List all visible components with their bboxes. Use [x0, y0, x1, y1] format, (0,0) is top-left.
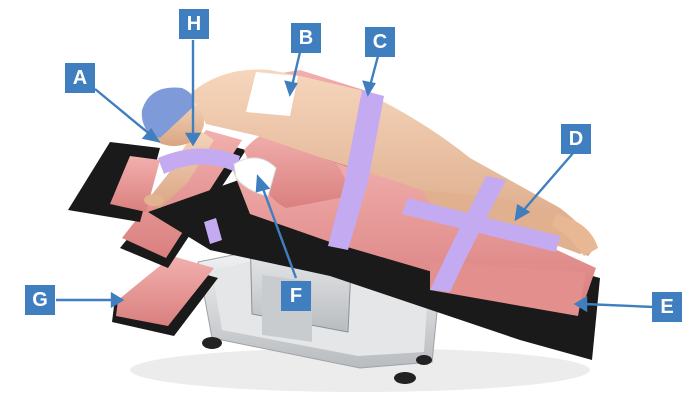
callout-g: G — [25, 285, 55, 315]
leader-line-c — [370, 56, 378, 86]
patient-hand — [144, 194, 164, 206]
callout-b: B — [291, 23, 321, 53]
callout-f: F — [281, 281, 311, 311]
callout-c: C — [365, 27, 395, 57]
callout-e: E — [652, 292, 682, 322]
caster-wheel — [416, 355, 432, 365]
callout-a: A — [65, 63, 95, 93]
caster-wheel — [394, 372, 416, 384]
callout-d: D — [561, 124, 591, 154]
caster-wheel — [202, 337, 222, 349]
callout-h: H — [179, 9, 209, 39]
